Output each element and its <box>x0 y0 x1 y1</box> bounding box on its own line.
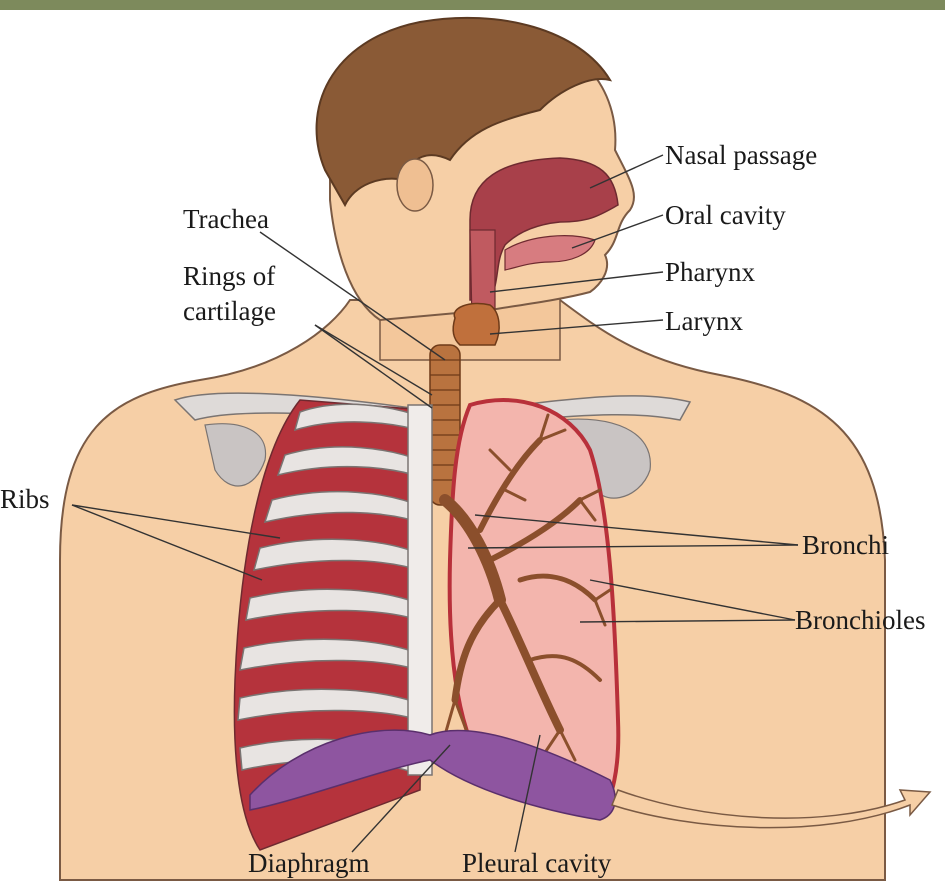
label-rings-of-cartilage-line1: Rings of <box>183 261 275 291</box>
label-oral-cavity: Oral cavity <box>665 200 786 230</box>
label-diaphragm: Diaphragm <box>248 848 369 878</box>
ear <box>397 159 433 211</box>
label-pharynx: Pharynx <box>665 257 755 287</box>
label-bronchi: Bronchi <box>802 530 889 560</box>
label-trachea: Trachea <box>183 204 269 234</box>
label-pleural-cavity: Pleural cavity <box>462 848 612 878</box>
sternum <box>408 405 432 775</box>
top-border-strip <box>0 0 945 10</box>
label-bronchioles: Bronchioles <box>795 605 925 635</box>
label-nasal-passage: Nasal passage <box>665 140 817 170</box>
label-rings-of-cartilage-line2: cartilage <box>183 296 276 326</box>
label-larynx: Larynx <box>665 306 743 336</box>
label-ribs: Ribs <box>0 484 50 514</box>
larynx-shape <box>453 303 499 345</box>
